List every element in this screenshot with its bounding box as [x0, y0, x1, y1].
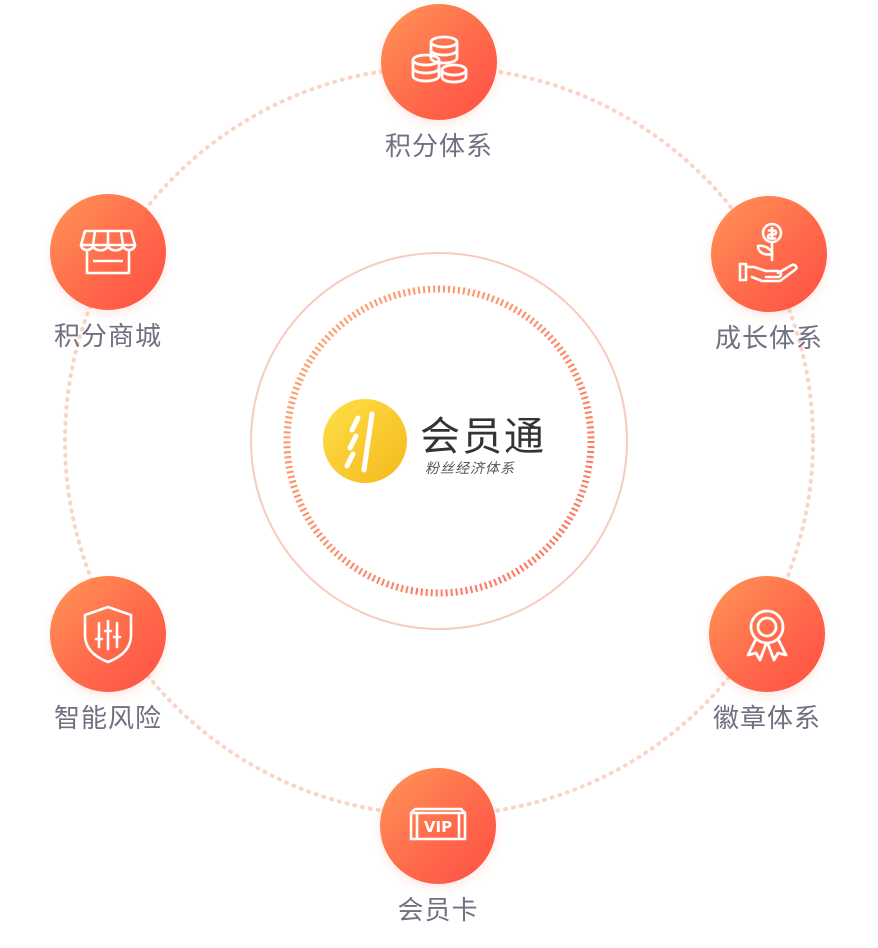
shield-sliders-icon [83, 605, 133, 664]
svg-text:VIP: VIP [424, 818, 452, 836]
award-badge-icon [746, 609, 788, 662]
inner-solid-ring [250, 252, 628, 630]
node-points[interactable]: 积分体系 [349, 4, 529, 184]
node-label-mall: 积分商城 [53, 322, 162, 352]
money-plant-hand-icon [738, 222, 798, 283]
node-badge[interactable]: 徽章体系 [677, 576, 857, 756]
node-risk[interactable]: 智能风险 [18, 576, 198, 756]
logo-mark [323, 399, 407, 483]
node-label-badge: 徽章体系 [712, 704, 821, 734]
growth-icon-circle [711, 196, 827, 312]
node-member-card[interactable]: VIP 会员卡 [348, 768, 528, 948]
node-label-risk: 智能风险 [53, 704, 162, 734]
membership-diagram: 会员通 粉丝经济体系 积分体系 [18, 4, 859, 926]
node-label-points: 积分体系 [384, 132, 493, 162]
node-label-growth: 成长体系 [714, 324, 823, 354]
badge-icon-circle [709, 576, 825, 692]
risk-icon-circle [50, 576, 166, 692]
logo-subtitle: 粉丝经济体系 [425, 461, 515, 477]
mall-icon-circle [50, 194, 166, 310]
logo-title: 会员通 [420, 414, 546, 460]
points-icon-circle [381, 4, 497, 120]
coins-stack-icon [411, 35, 468, 84]
node-label-member-card: 会员卡 [397, 896, 479, 926]
member-card-icon-circle: VIP [380, 768, 496, 884]
vip-card-icon: VIP [409, 807, 467, 841]
node-growth[interactable]: 成长体系 [679, 196, 859, 376]
storefront-icon [79, 229, 137, 275]
node-mall[interactable]: 积分商城 [18, 194, 198, 374]
inner-tick-ring [283, 285, 595, 597]
